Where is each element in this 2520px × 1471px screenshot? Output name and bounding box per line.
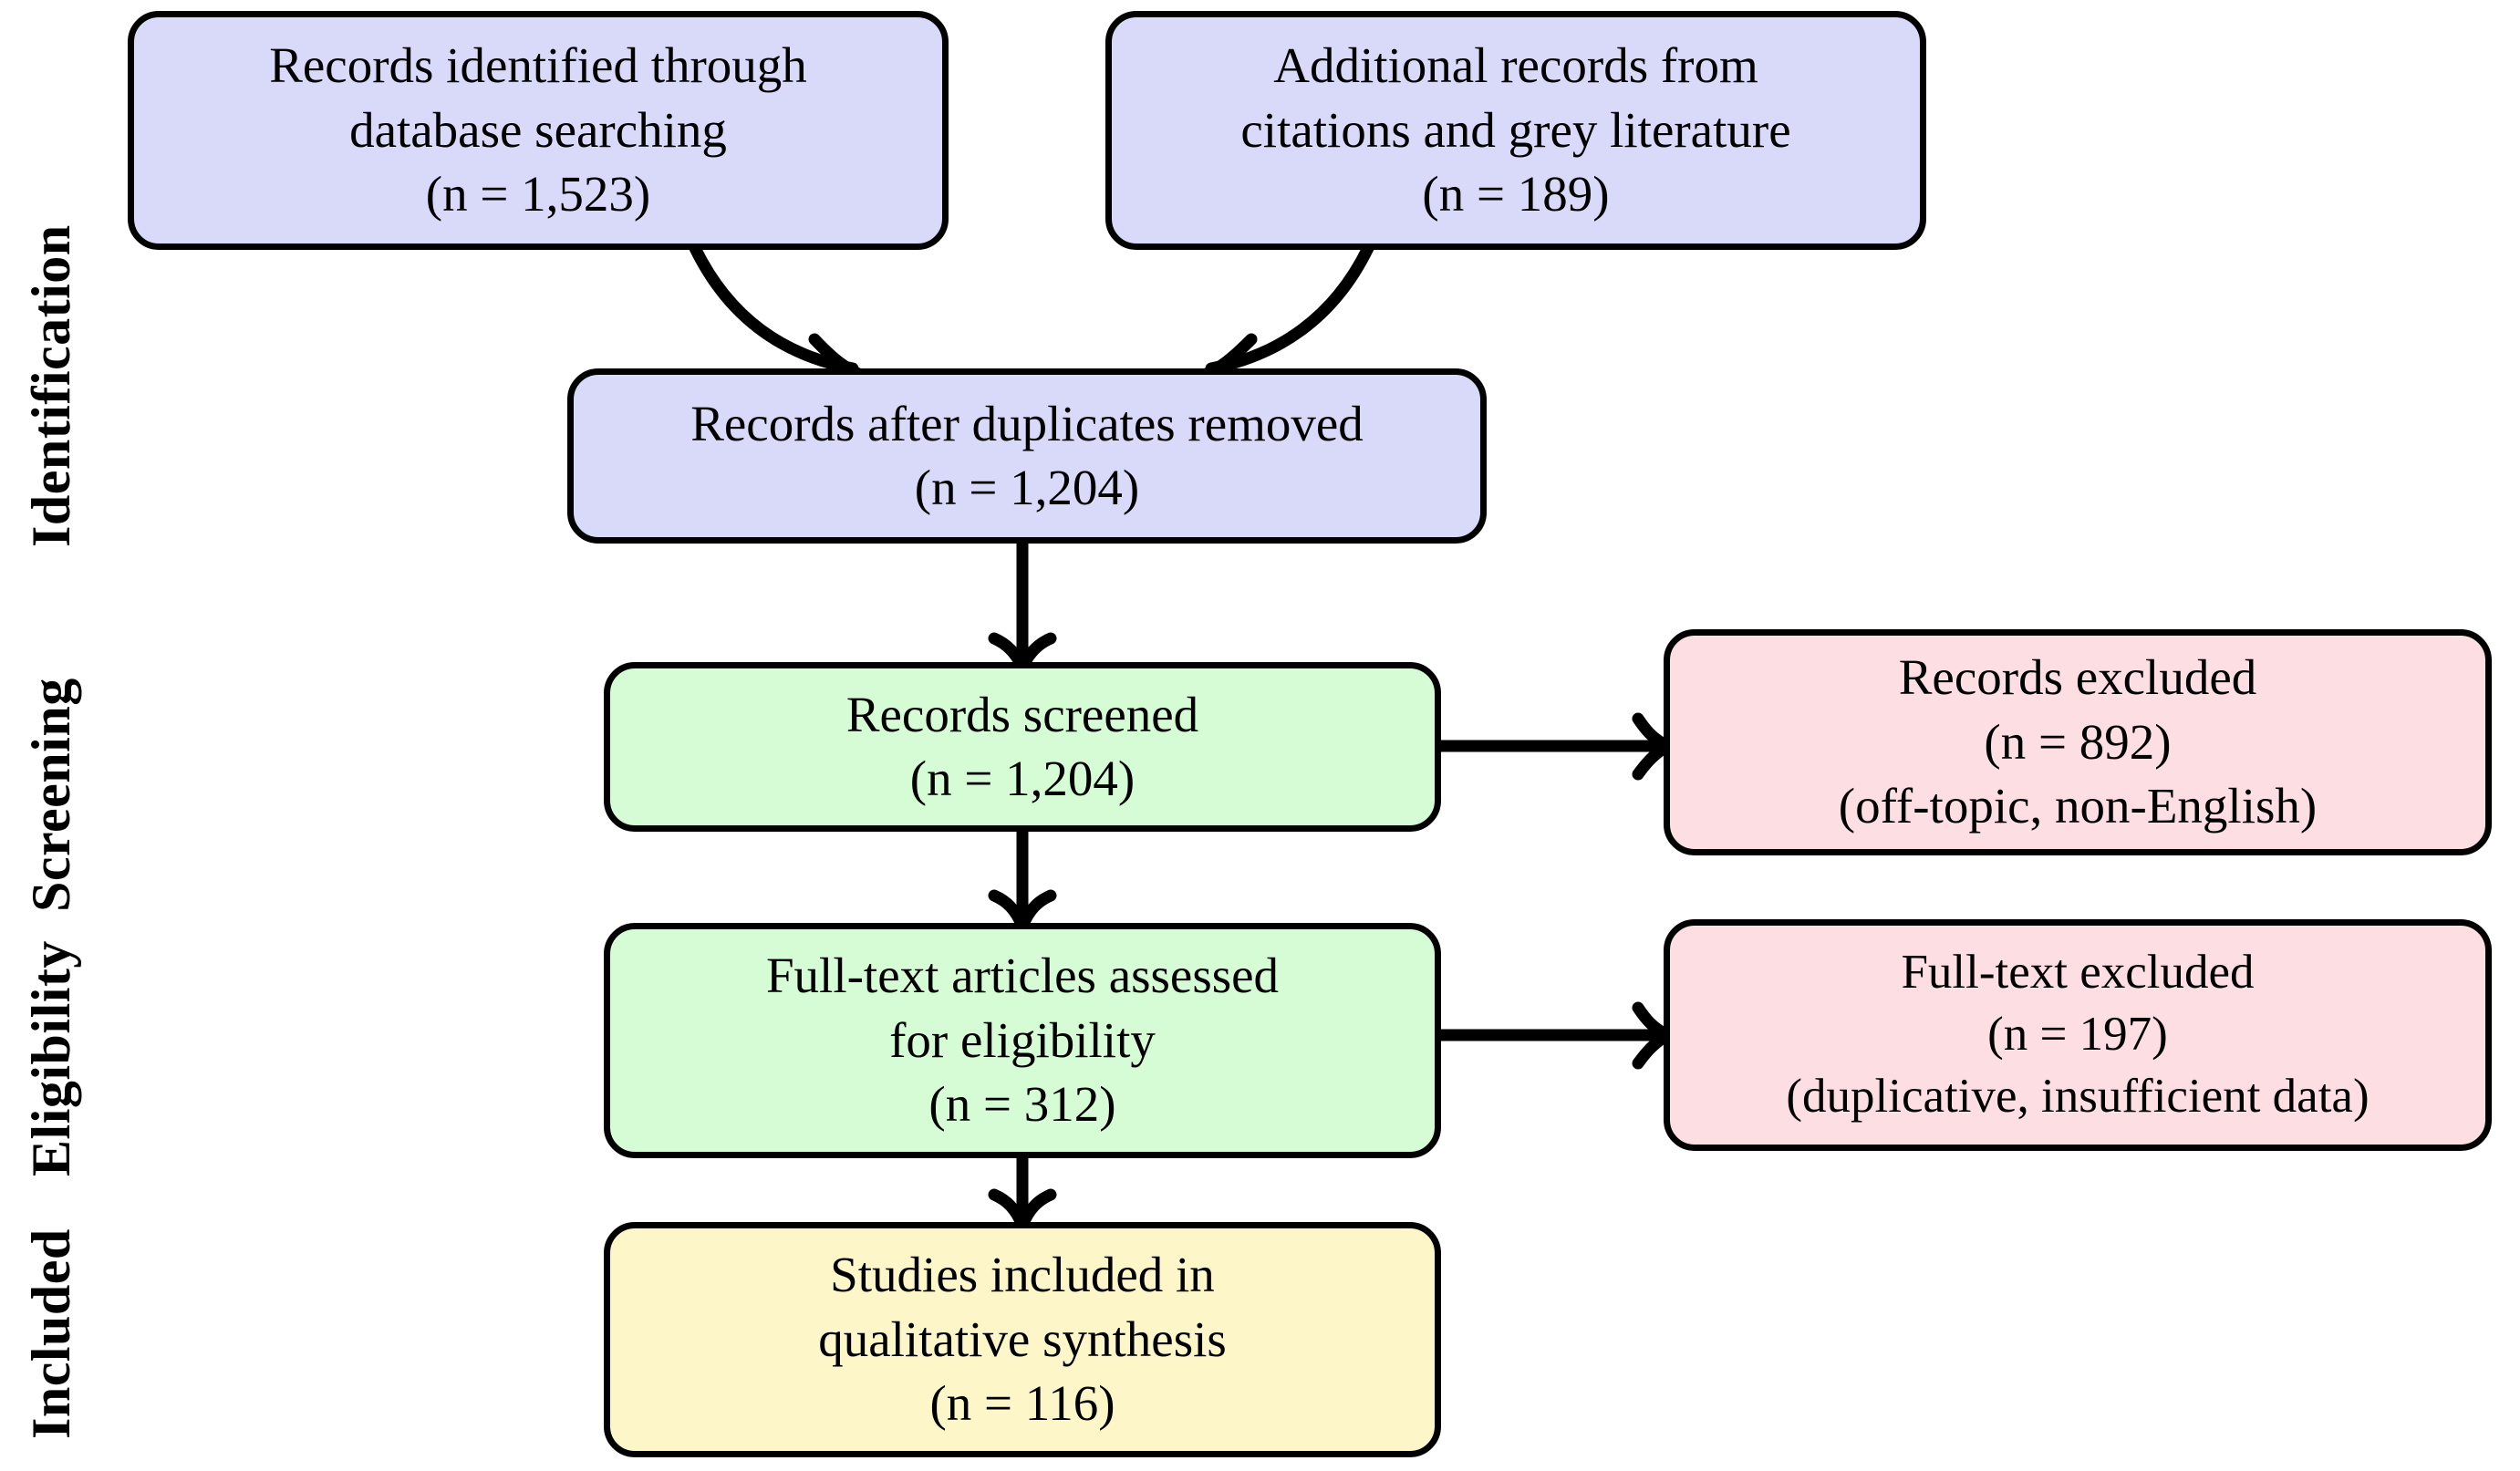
node-line: Additional records from [1273, 37, 1758, 94]
node-fulltext-excluded[interactable]: Full-text excluded (n = 197) (duplicativ… [1664, 919, 2492, 1151]
node-line: Full-text excluded [1901, 946, 2255, 1000]
node-studies-included-qualitative[interactable]: Studies included in qualitative synthesi… [604, 1222, 1441, 1457]
node-line: Full-text articles assessed [765, 948, 1280, 1004]
node-line: Studies included in [830, 1247, 1215, 1303]
node-additional-records[interactable]: Additional records from citations and gr… [1105, 11, 1926, 250]
node-fulltext-assessed-eligibility[interactable]: Full-text articles assessed for eligibil… [604, 923, 1441, 1158]
edge-duplicates-to-screened [988, 544, 1057, 674]
edge-screened-to-fulltext [988, 830, 1057, 933]
node-reason: (duplicative, insufficient data) [1786, 1069, 2370, 1123]
node-line: for eligibility [889, 1011, 1156, 1068]
node-line: qualitative synthesis [818, 1310, 1227, 1367]
node-count: (n = 1,204) [914, 460, 1140, 515]
node-line: database searching [349, 101, 727, 158]
stage-label-included: Included [21, 1228, 81, 1439]
node-count: (n = 1,204) [909, 751, 1136, 806]
stage-label-screening: Screening [21, 678, 81, 912]
node-count: (n = 189) [1422, 166, 1610, 223]
node-count: (n = 197) [1987, 1008, 2168, 1062]
stage-label-identification: Identification [21, 224, 81, 547]
node-count: (n = 1,523) [425, 166, 651, 223]
node-line: Records screened [845, 686, 1199, 742]
edge-fulltext-to-included [988, 1156, 1057, 1232]
node-line: Records identified through [269, 37, 807, 94]
node-line: citations and grey literature [1240, 101, 1791, 158]
node-count: (n = 116) [929, 1375, 1115, 1432]
edge-fulltext-to-fulltext-excluded [1437, 1001, 1674, 1070]
node-line: Records after duplicates removed [690, 395, 1364, 451]
node-records-after-duplicates-removed[interactable]: Records after duplicates removed (n = 1,… [567, 368, 1487, 544]
node-reason: (off-topic, non-English) [1838, 778, 2318, 834]
node-line: Records excluded [1898, 649, 2257, 706]
node-records-screened[interactable]: Records screened (n = 1,204) [604, 662, 1441, 832]
edge-screened-to-excluded [1437, 712, 1674, 781]
node-count: (n = 312) [928, 1076, 1116, 1133]
node-records-identified-database[interactable]: Records identified through database sear… [128, 11, 949, 250]
node-records-excluded[interactable]: Records excluded (n = 892) (off-topic, n… [1664, 629, 2492, 855]
node-count: (n = 892) [1984, 713, 2172, 770]
stage-label-eligibility: Eligibility [21, 940, 81, 1176]
